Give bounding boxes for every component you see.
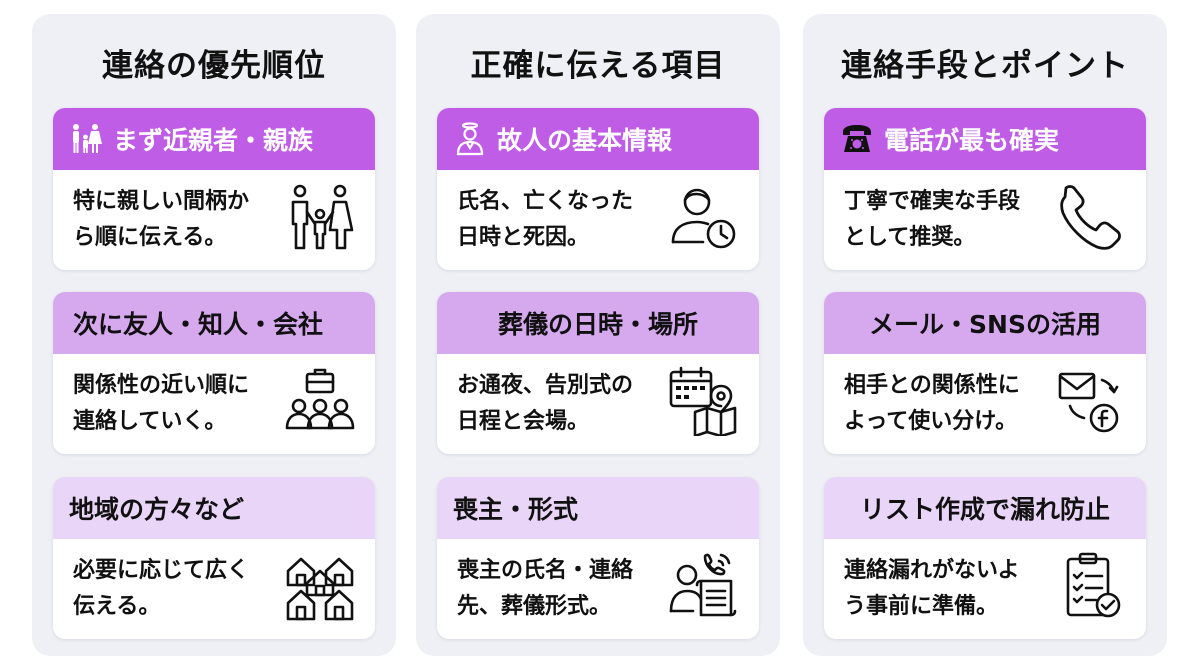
card-close-relatives: まず近親者・親族 特に親しい間柄か ら順に伝える。 [53, 108, 375, 270]
briefcase-group-icon [285, 366, 355, 436]
body-line: 先、葬儀形式。 [457, 594, 612, 619]
card-body: 特に親しい間柄か ら順に伝える。 [53, 170, 375, 270]
card-header: 喪主・形式 [437, 477, 759, 539]
card-body-text: 関係性の近い順に 連絡していく。 [73, 368, 283, 440]
card-friends-work: 次に友人・知人・会社 関係性の近い順に 連絡していく。 [53, 292, 375, 454]
body-line: 必要に応じて広く [73, 558, 250, 583]
body-line: う事前に準備。 [844, 594, 999, 619]
card-body-text: 喪主の氏名・連絡 先、葬儀形式。 [457, 553, 667, 625]
body-line: お通夜、告別式の [457, 373, 634, 398]
body-line: ら順に伝える。 [73, 225, 227, 250]
card-header-label: 喪主・形式 [453, 495, 579, 524]
card-body-text: お通夜、告別式の 日程と会場。 [457, 368, 667, 440]
family-icon [69, 122, 103, 156]
card-header: 故人の基本情報 [437, 108, 759, 170]
column-title: 連絡手段とポイント [841, 48, 1129, 84]
card-local-community: 地域の方々など 必要に応じて広く 伝える。 [53, 477, 375, 639]
card-body: 関係性の近い順に 連絡していく。 [53, 354, 375, 454]
card-body-text: 相手との関係性に よって使い分け。 [844, 368, 1054, 440]
card-email-sns: メール・SNSの活用 相手との関係性に よって使い分け。 [824, 292, 1146, 454]
card-body-text: 氏名、亡くなった 日時と死因。 [457, 184, 667, 256]
card-body-text: 丁寧で確実な手段 として推奨。 [844, 184, 1054, 256]
body-line: 丁寧で確実な手段 [844, 189, 1021, 214]
card-body: 連絡漏れがないよ う事前に準備。 [824, 539, 1146, 639]
body-line: として推奨。 [844, 225, 976, 250]
card-header-label: 地域の方々など [69, 495, 245, 524]
card-body: 必要に応じて広く 伝える。 [53, 539, 375, 639]
card-body-text: 特に親しい間柄か ら順に伝える。 [73, 184, 283, 256]
card-body: 相手との関係性に よって使い分け。 [824, 354, 1146, 454]
card-contact-list: リスト作成で漏れ防止 連絡漏れがないよ う事前に準備。 [824, 477, 1146, 639]
body-line: 喪主の氏名・連絡 [457, 558, 634, 583]
card-header-label: リスト作成で漏れ防止 [859, 495, 1110, 524]
body-line: 相手との関係性に [844, 373, 1020, 398]
card-funeral-date-place: 葬儀の日時・場所 お通夜、告別式の 日程と会場。 [437, 292, 759, 454]
card-header-label: 電話が最も確実 [884, 126, 1060, 155]
card-header: 葬儀の日時・場所 [437, 292, 759, 354]
card-header: 電話が最も確実 [824, 108, 1146, 170]
card-header: 次に友人・知人・会社 [53, 292, 375, 354]
card-header: まず近親者・親族 [53, 108, 375, 170]
body-line: 氏名、亡くなった [457, 189, 634, 214]
body-line: 日程と会場。 [457, 409, 590, 434]
card-body-text: 連絡漏れがないよ う事前に準備。 [844, 553, 1054, 625]
person-phone-document-icon [669, 551, 739, 621]
person-clock-icon [669, 182, 739, 252]
column-contact-priority: 連絡の優先順位 まず近親者・親族 特に親しい間柄か ら順に伝える。 [32, 14, 396, 656]
body-line: 連絡漏れがないよ [844, 558, 1020, 583]
houses-icon [285, 551, 355, 621]
body-line: 特に親しい間柄か [73, 189, 250, 214]
card-deceased-basic-info: 故人の基本情報 氏名、亡くなった 日時と死因。 [437, 108, 759, 270]
telephone-icon [840, 122, 874, 156]
deceased-person-icon [453, 122, 487, 156]
card-header-label: まず近親者・親族 [113, 126, 314, 155]
card-header: メール・SNSの活用 [824, 292, 1146, 354]
card-body-text: 必要に応じて広く 伝える。 [73, 553, 283, 625]
card-header: 地域の方々など [53, 477, 375, 539]
card-body: 丁寧で確実な手段 として推奨。 [824, 170, 1146, 270]
column-information-items: 正確に伝える項目 故人の基本情報 氏名、亡くなった 日時と死因。 [416, 14, 780, 656]
body-line: よって使い分け。 [844, 409, 1018, 434]
family-icon [285, 182, 355, 252]
body-line: 連絡していく。 [73, 409, 227, 434]
card-header: リスト作成で漏れ防止 [824, 477, 1146, 539]
card-body: 氏名、亡くなった 日時と死因。 [437, 170, 759, 270]
phone-handset-icon [1056, 182, 1126, 252]
body-line: 関係性の近い順に [73, 373, 250, 398]
column-title: 連絡の優先順位 [102, 48, 326, 84]
card-header-label: 故人の基本情報 [497, 126, 673, 155]
card-phone-most-reliable: 電話が最も確実 丁寧で確実な手段 として推奨。 [824, 108, 1146, 270]
body-line: 伝える。 [73, 594, 161, 619]
body-line: 日時と死因。 [457, 225, 590, 250]
column-contact-methods: 連絡手段とポイント 電話が最も確実 丁寧で確実な手段 として推奨。 [803, 14, 1167, 656]
mail-sns-icon [1056, 366, 1126, 436]
checklist-icon [1056, 551, 1126, 621]
column-title: 正確に伝える項目 [470, 48, 726, 84]
card-body: 喪主の氏名・連絡 先、葬儀形式。 [437, 539, 759, 639]
calendar-map-icon [669, 366, 739, 438]
card-chief-mourner-format: 喪主・形式 喪主の氏名・連絡 先、葬儀形式。 [437, 477, 759, 639]
card-header-label: メール・SNSの活用 [869, 310, 1101, 339]
card-body: お通夜、告別式の 日程と会場。 [437, 354, 759, 454]
card-header-label: 葬儀の日時・場所 [497, 310, 698, 339]
card-header-label: 次に友人・知人・会社 [73, 310, 324, 339]
